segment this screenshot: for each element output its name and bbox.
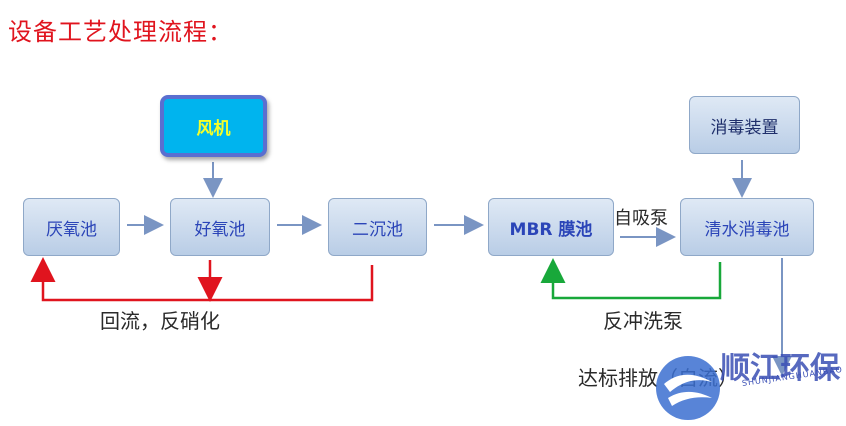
clear-water-disinfection-label: 清水消毒池 (704, 219, 790, 240)
aerobic-tank-label: 好氧池 (194, 219, 246, 240)
secondary-sedimentation-box: 二沉池 (328, 198, 427, 256)
reflux-label: 回流，反硝化 (100, 309, 220, 333)
anaerobic-tank-box: 厌氧池 (23, 198, 120, 256)
mbr-tank-box: MBR 膜池 (488, 198, 614, 256)
disinfection-device-label: 消毒装置 (710, 117, 779, 138)
fan-label: 风机 (196, 118, 231, 139)
backwash-loop (540, 258, 722, 300)
backwash-pump-label: 反冲洗泵 (603, 309, 683, 333)
mbr-tank-label: MBR 膜池 (509, 219, 593, 240)
reflux-loop (30, 257, 374, 302)
disinfection-device-box: 消毒装置 (689, 96, 800, 154)
company-logo-name: 顺江环保 (720, 351, 840, 386)
fan-box: 风机 (160, 95, 267, 157)
aerobic-tank-box: 好氧池 (170, 198, 270, 256)
suction-pump-label: 自吸泵 (614, 208, 668, 229)
page-title: 设备工艺处理流程： (8, 18, 233, 46)
secondary-sedimentation-label: 二沉池 (352, 219, 403, 240)
clear-water-disinfection-box: 清水消毒池 (680, 198, 814, 256)
anaerobic-tank-label: 厌氧池 (46, 219, 97, 240)
company-logo-icon (656, 356, 720, 420)
